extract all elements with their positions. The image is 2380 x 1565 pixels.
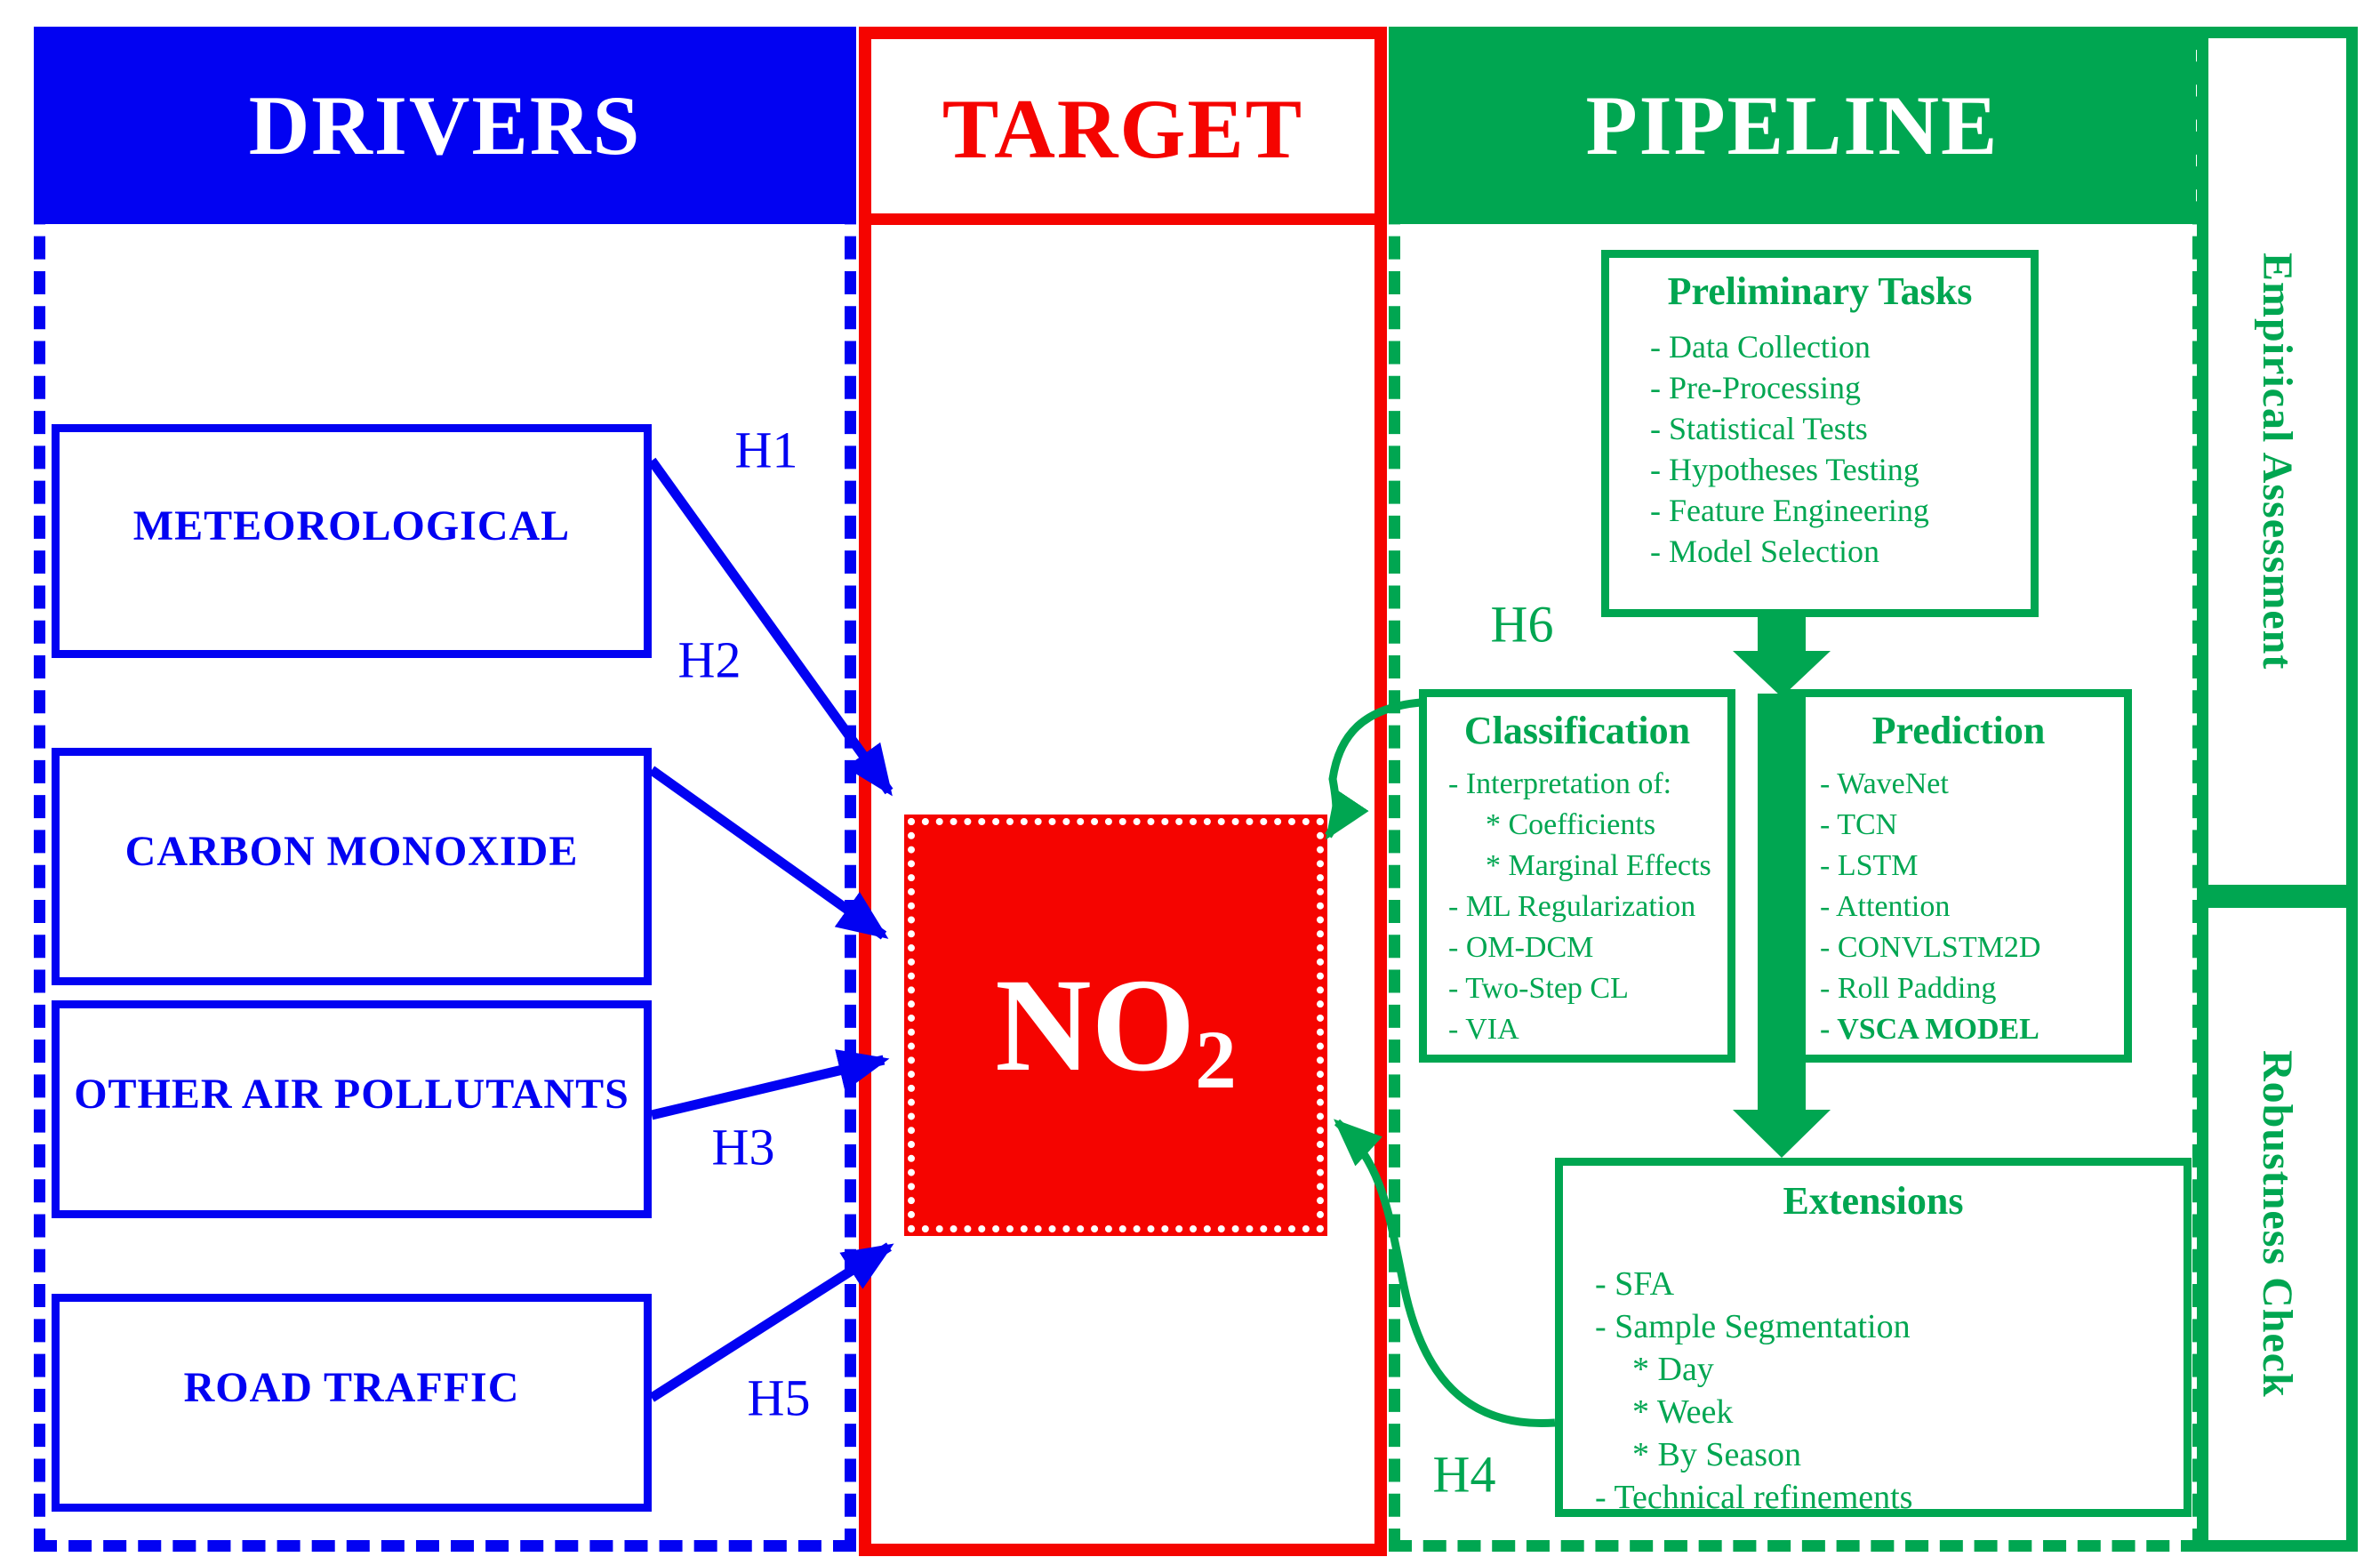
target-header: TARGET	[876, 44, 1370, 213]
list-item-vsca-model: - VSCA MODEL	[1820, 1013, 2039, 1046]
label-h2: H2	[677, 630, 741, 689]
list-item: - SFA	[1595, 1265, 1675, 1303]
target-column-frame	[859, 27, 1387, 1556]
list-item: * Week	[1632, 1393, 1734, 1431]
preliminary-tasks-box: Preliminary Tasks - Data Collection - Pr…	[1601, 250, 2039, 617]
list-item: - Technical refinements	[1595, 1479, 1913, 1516]
classification-list: - Interpretation of: * Coefficients * Ma…	[1427, 764, 1727, 1050]
list-item: - Attention	[1820, 890, 1951, 923]
extensions-box: Extensions - SFA - Sample Segmentation *…	[1555, 1158, 2192, 1517]
preliminary-tasks-title: Preliminary Tasks	[1667, 269, 1973, 313]
robustness-check-label: Robustness Check	[2254, 1050, 2301, 1398]
empirical-assessment-panel: Empirical Assessment	[2197, 27, 2358, 896]
driver-box-label: OTHER AIR POLLUTANTS	[74, 1071, 629, 1118]
list-item: * Day	[1632, 1351, 1714, 1388]
list-item: - Roll Padding	[1820, 972, 1997, 1005]
list-item: - Pre-Processing	[1650, 370, 1861, 405]
driver-box-carbon-monoxide: CARBON MONOXIDE	[52, 748, 652, 985]
list-item: - Interpretation of:	[1448, 767, 1672, 800]
drivers-title: DRIVERS	[248, 78, 642, 173]
list-item: - CONVLSTM2D	[1820, 931, 2041, 964]
label-h3: H3	[711, 1118, 775, 1176]
pipeline-title: PIPELINE	[1585, 78, 1999, 173]
target-header-divider	[859, 213, 1387, 225]
no2-main-text: NO	[995, 951, 1196, 1099]
no2-target-box: NO2	[904, 815, 1327, 1236]
list-item: - ML Regularization	[1448, 890, 1696, 923]
list-item: - Model Selection	[1650, 534, 1879, 569]
driver-box-meteorological: METEOROLOGICAL	[52, 424, 652, 658]
list-item: - Two-Step CL	[1448, 972, 1629, 1005]
list-item: - Statistical Tests	[1650, 411, 1868, 446]
empirical-assessment-label: Empirical Assessment	[2254, 253, 2301, 670]
list-item: - OM-DCM	[1448, 931, 1594, 964]
list-item: - Data Collection	[1650, 329, 1871, 365]
driver-box-label: CARBON MONOXIDE	[124, 828, 579, 875]
list-item: * Marginal Effects	[1486, 849, 1711, 882]
no2-dotted-border	[908, 818, 1324, 1232]
list-item: * By Season	[1632, 1436, 1801, 1473]
list-item: - Hypotheses Testing	[1650, 452, 1919, 487]
driver-box-label: METEOROLOGICAL	[132, 502, 571, 550]
classification-title: Classification	[1463, 709, 1691, 752]
label-h6: H6	[1490, 595, 1554, 654]
target-title: TARGET	[942, 81, 1304, 176]
prediction-list: - WaveNet - TCN - LSTM - Attention - CON…	[1793, 764, 2124, 1050]
no2-label: NO2	[904, 815, 1327, 1236]
robustness-check-panel: Robustness Check	[2197, 896, 2358, 1552]
pipeline-header: PIPELINE	[1389, 27, 2196, 224]
list-item: * Coefficients	[1486, 808, 1656, 841]
list-item: - TCN	[1820, 808, 1898, 841]
extensions-title: Extensions	[1783, 1179, 1964, 1223]
prediction-title: Prediction	[1871, 709, 2046, 752]
list-item: - LSTM	[1820, 849, 1919, 882]
list-item: - WaveNet	[1820, 767, 1949, 800]
preliminary-tasks-list: - Data Collection - Pre-Processing - Sta…	[1609, 326, 2031, 572]
list-item: - VIA	[1448, 1013, 1519, 1046]
label-h1: H1	[734, 421, 798, 479]
classification-box: Classification - Interpretation of: * Co…	[1419, 689, 1735, 1063]
prediction-box: Prediction - WaveNet - TCN - LSTM - Atte…	[1785, 689, 2132, 1063]
list-item: - Feature Engineering	[1650, 493, 1929, 528]
driver-box-other-air-pollutants: OTHER AIR POLLUTANTS	[52, 1000, 652, 1218]
extensions-list: - SFA - Sample Segmentation * Day * Week…	[1563, 1263, 2184, 1519]
label-h4: H4	[1432, 1445, 1496, 1504]
label-h5: H5	[747, 1368, 811, 1427]
drivers-header: DRIVERS	[34, 27, 856, 224]
list-item: - Sample Segmentation	[1595, 1308, 1911, 1345]
driver-box-road-traffic: ROAD TRAFFIC	[52, 1294, 652, 1512]
driver-box-label: ROAD TRAFFIC	[183, 1364, 520, 1411]
no2-subscript: 2	[1195, 1015, 1237, 1107]
